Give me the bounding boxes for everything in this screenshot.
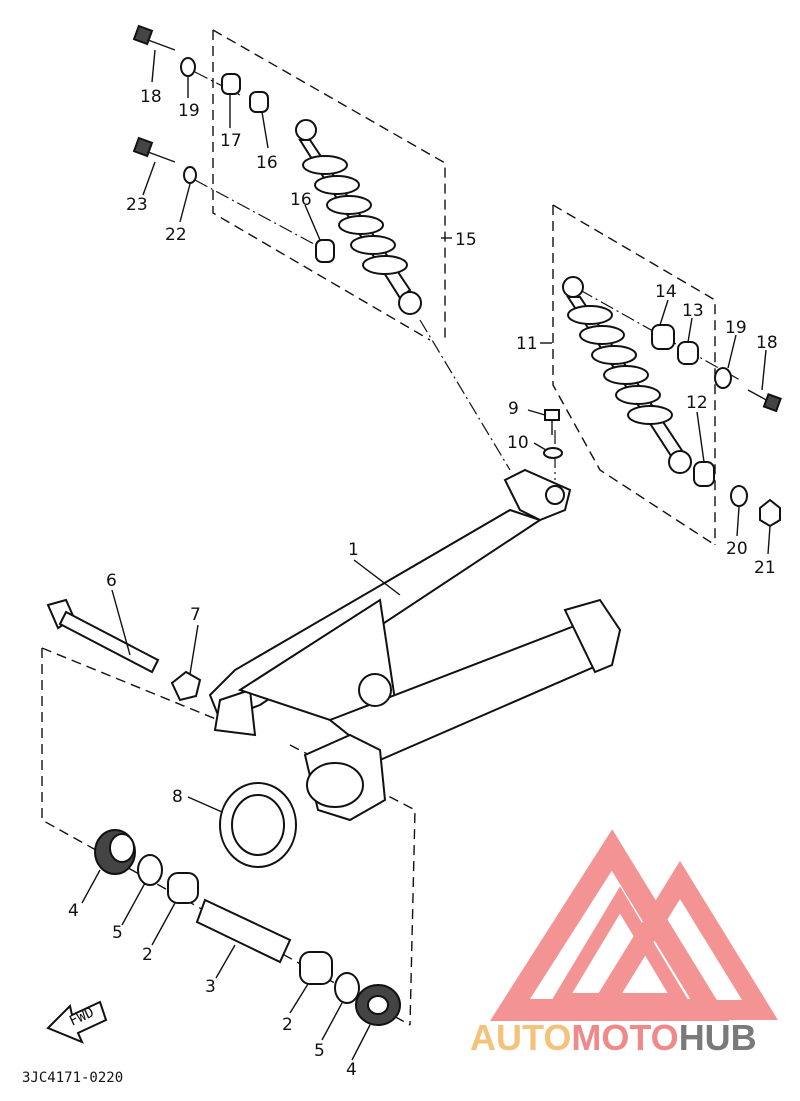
- callout-12: 12: [686, 393, 708, 413]
- dust-seal-8: [219, 782, 297, 868]
- callout-5-right: 5: [314, 1041, 325, 1061]
- callout-2-right: 2: [282, 1015, 293, 1035]
- collar-12: [693, 461, 715, 487]
- callout-19-right: 19: [725, 318, 747, 338]
- callout-22: 22: [165, 225, 187, 245]
- washer-10: [543, 447, 563, 459]
- shock-spring-15: [302, 155, 408, 275]
- pivot-shaft-6: [46, 598, 160, 674]
- swing-arm-1: [208, 468, 622, 822]
- collar-14: [651, 324, 675, 350]
- diagram-code: 3JC4171-0220: [22, 1070, 123, 1086]
- callout-23: 23: [126, 195, 148, 215]
- callout-19-top: 19: [178, 101, 200, 121]
- callout-4-left: 4: [68, 901, 79, 921]
- callout-1: 1: [348, 540, 359, 560]
- callout-numbers: 1 2 2 3 4 4 5 5 6 7 8 9 10 11 12 13 14 1…: [68, 87, 778, 1080]
- bolt-23: [132, 136, 176, 163]
- pivot-assembly-box: [41, 647, 416, 1026]
- callout-9: 9: [508, 399, 519, 419]
- fwd-arrow: FWD: [46, 1000, 108, 1044]
- bolt-18-right: [747, 389, 782, 413]
- watermark-text: AUTOMOTOHUB: [470, 1017, 757, 1058]
- oil-seal-4-right: [355, 984, 401, 1026]
- callout-5-left: 5: [112, 923, 123, 943]
- collar-17: [221, 73, 241, 95]
- callout-8: 8: [172, 787, 183, 807]
- callout-16-top: 16: [256, 153, 278, 173]
- shock-assembly-15-box: [212, 29, 446, 341]
- callout-2-left: 2: [142, 945, 153, 965]
- callout-20: 20: [726, 539, 748, 559]
- bushing-2-left: [167, 872, 199, 904]
- oil-seal-4-left: [94, 829, 136, 875]
- callout-6: 6: [106, 571, 117, 591]
- callout-18-right: 18: [756, 333, 778, 353]
- washer-22: [183, 166, 197, 184]
- washer-19-top: [180, 57, 196, 77]
- callout-7: 7: [190, 605, 201, 625]
- washer-5-left: [137, 854, 163, 886]
- callout-4-right: 4: [346, 1060, 357, 1080]
- collar-16-top: [249, 91, 269, 113]
- watermark-auto: AUTO: [470, 1017, 571, 1058]
- callout-17: 17: [220, 131, 242, 151]
- callout-3: 3: [205, 977, 216, 997]
- bolt-9: [544, 409, 560, 435]
- callout-14: 14: [655, 282, 677, 302]
- washer-5-right: [334, 972, 360, 1004]
- bushing-2-right: [299, 951, 333, 985]
- callout-13: 13: [682, 301, 704, 321]
- callout-21: 21: [754, 558, 776, 578]
- collar-13: [677, 341, 699, 365]
- rear-shock-11: [562, 276, 692, 474]
- callout-leaders: [81, 49, 771, 1061]
- shock-spring-11: [567, 305, 673, 425]
- callout-10: 10: [507, 433, 529, 453]
- callout-16-lower: 16: [290, 190, 312, 210]
- collar-16-lower: [315, 239, 335, 263]
- callout-18-top: 18: [140, 87, 162, 107]
- washer-20: [730, 485, 748, 507]
- watermark-hub: HUB: [679, 1017, 757, 1058]
- watermark-logo: [489, 829, 778, 1021]
- watermark-moto: MOTO: [571, 1017, 678, 1058]
- washer-19-right: [714, 367, 732, 389]
- callout-15: 15: [455, 230, 477, 250]
- callout-11: 11: [516, 334, 538, 354]
- bolt-18-top: [132, 24, 176, 51]
- collar-3: [195, 898, 292, 964]
- nut-7: [170, 670, 202, 702]
- rear-shock-15: [295, 119, 422, 315]
- shock-assembly-11-box: [552, 204, 716, 546]
- nut-21: [759, 498, 781, 528]
